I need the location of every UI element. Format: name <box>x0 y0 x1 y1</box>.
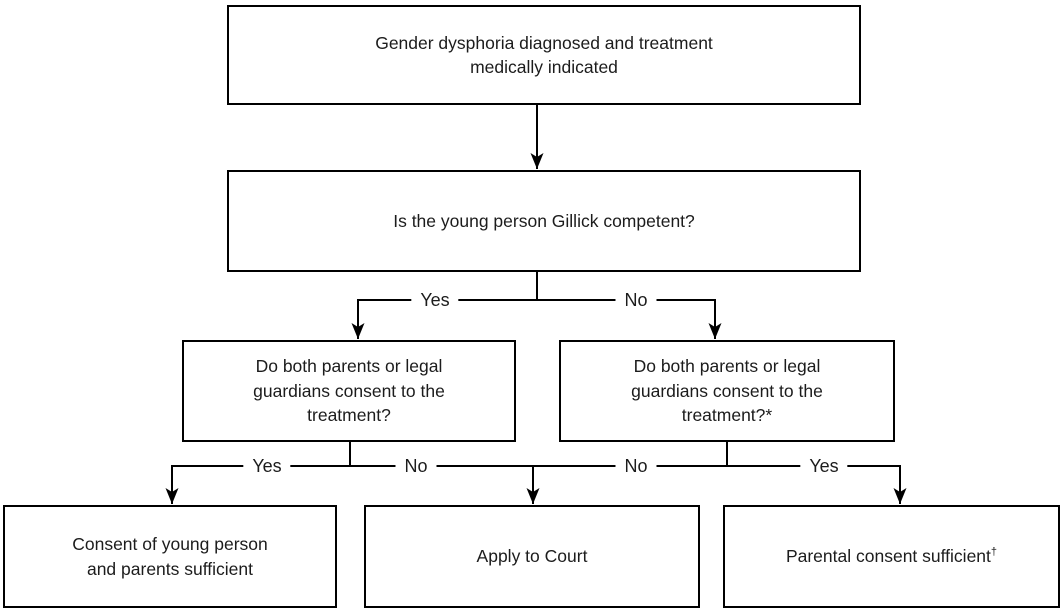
node-outcome-parental-label: Parental consent sufficient† <box>786 544 997 569</box>
node-outcome-parental: Parental consent sufficient† <box>723 505 1060 608</box>
node-outcome-young-person-parents-label: Consent of young person and parents suff… <box>72 534 268 579</box>
node-gillick-question-label: Is the young person Gillick competent? <box>393 210 695 231</box>
node-start: Gender dysphoria diagnosed and treatment… <box>227 5 861 105</box>
dagger-footnote-marker: † <box>990 546 998 559</box>
node-outcome-court-label: Apply to Court <box>476 546 588 567</box>
edge-label-left-consent-no: No <box>395 456 437 478</box>
edge-label-right-consent-no: No <box>615 456 657 478</box>
edge-label-gillick-no: No <box>615 290 657 312</box>
edge-label-left-consent-yes: Yes <box>243 456 291 478</box>
edge-label-right-consent-yes: Yes <box>800 456 848 478</box>
edge-label-gillick-yes: Yes <box>411 290 459 312</box>
node-gillick-question: Is the young person Gillick competent? <box>227 170 861 272</box>
node-outcome-parental-text: Parental consent sufficient <box>785 546 991 567</box>
node-consent-not-gillick: Do both parents or legal guardians conse… <box>559 340 895 442</box>
node-consent-not-gillick-label: Do both parents or legal guardians conse… <box>631 356 823 426</box>
node-consent-gillick-label: Do both parents or legal guardians conse… <box>253 356 445 426</box>
node-start-label: Gender dysphoria diagnosed and treatment… <box>375 32 713 78</box>
node-outcome-court: Apply to Court <box>364 505 700 608</box>
node-consent-gillick: Do both parents or legal guardians conse… <box>182 340 516 442</box>
node-outcome-young-person-parents: Consent of young person and parents suff… <box>3 505 337 608</box>
